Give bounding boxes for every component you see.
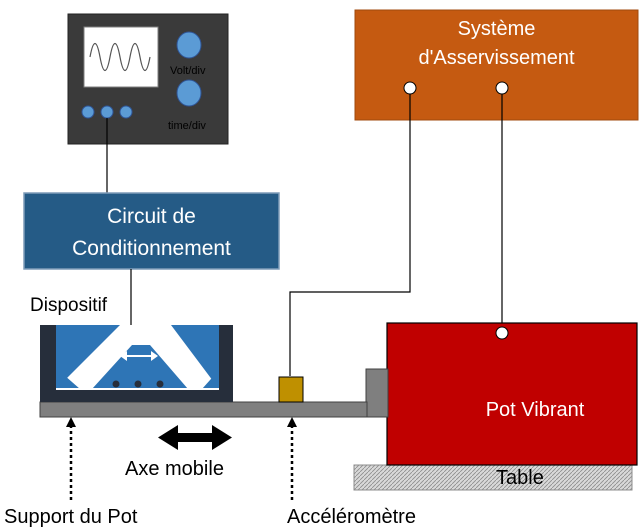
accelerometer — [278, 376, 304, 403]
mobile-axis-label: Axe mobile — [125, 458, 224, 480]
conditioning-line-2: Conditionnement — [72, 237, 231, 261]
support-label: Support du Pot — [4, 506, 138, 528]
wire-servo-accelerometer — [289, 94, 411, 376]
mobile-axis-arrow-icon — [158, 425, 232, 450]
shaker-terminal — [495, 326, 509, 340]
servo-terminal-left — [403, 81, 417, 95]
mobile-rail — [39, 401, 368, 418]
oscilloscope — [67, 13, 229, 145]
volt-div-label: Volt/div — [170, 65, 206, 77]
conditioning-line-1: Circuit de — [107, 205, 196, 228]
conditioning-label: Circuit de Conditionnement — [24, 204, 279, 263]
time-div-knob[interactable] — [176, 79, 202, 107]
servo-terminal-right — [495, 81, 509, 95]
shaker-label: Pot Vibrant — [485, 399, 585, 421]
servo-line-2: d'Asservissement — [418, 47, 575, 69]
double-arrow-icon — [120, 351, 158, 361]
roller-1 — [112, 380, 120, 388]
oscilloscope-button-2[interactable] — [100, 105, 114, 119]
shaker-head — [365, 368, 389, 418]
shaker-box — [386, 322, 638, 466]
servo-line-1: Système — [457, 18, 536, 40]
device — [40, 325, 233, 402]
sine-wave-icon — [89, 42, 151, 72]
roller-2 — [134, 380, 142, 388]
accelerometer-label: Accéléromètre — [287, 506, 416, 528]
volt-div-knob[interactable] — [176, 31, 202, 59]
table — [353, 464, 633, 491]
oscilloscope-button-3[interactable] — [119, 105, 133, 119]
roller-3 — [156, 380, 164, 388]
servo-system-box — [354, 9, 639, 121]
servo-label: Système d'Asservissement — [355, 17, 638, 71]
table-label: Table — [496, 467, 544, 489]
oscilloscope-button-1[interactable] — [81, 105, 95, 119]
oscilloscope-screen — [83, 26, 159, 88]
device-label: Dispositif — [30, 295, 108, 316]
conditioning-circuit-box — [23, 192, 280, 270]
time-div-label: time/div — [168, 120, 206, 132]
inner-trapezoid — [98, 348, 184, 386]
